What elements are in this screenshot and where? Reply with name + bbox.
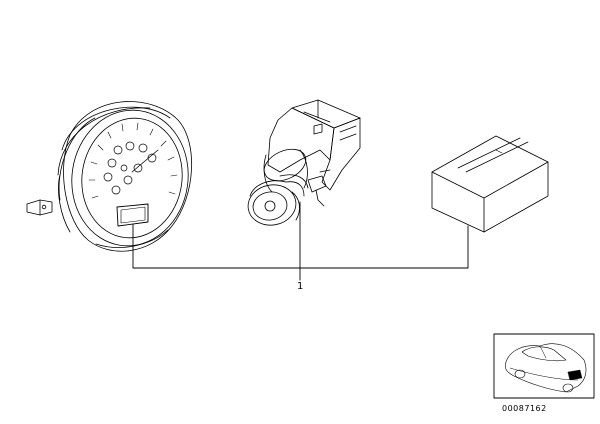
- speedometer-instrument-icon: [26, 101, 192, 252]
- callout-number: 1: [297, 281, 304, 292]
- connector-lines: [132, 201, 469, 281]
- switch-unit-icon: [247, 99, 361, 226]
- vehicle-thumbnail-icon: [493, 333, 595, 399]
- parts-box-icon: [431, 135, 549, 233]
- diagram-id-label: 00087162: [502, 404, 547, 413]
